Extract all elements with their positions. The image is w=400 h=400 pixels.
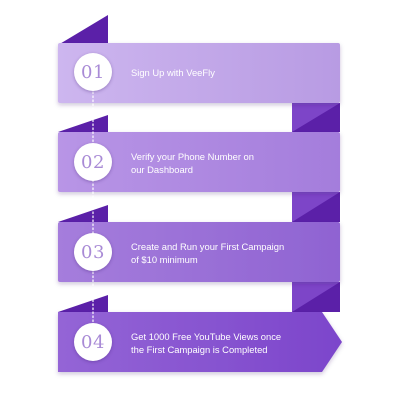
step-number: 03: [81, 241, 105, 263]
fold-left-1: [58, 115, 108, 132]
step-bar-3: [58, 222, 340, 282]
step-bar-4: [58, 312, 342, 372]
step-text-line: Get 1000 Free YouTube Views once: [131, 331, 282, 342]
step-text-line: Sign Up with VeeFly: [131, 67, 215, 78]
step-bar-1: [58, 43, 340, 103]
step-number-badge: 01: [74, 53, 112, 91]
fold-right-3-tip: [292, 282, 340, 312]
step-text-line: of $10 minimum: [131, 253, 198, 265]
top-left-fold: [58, 15, 108, 45]
fold-left-2: [58, 205, 108, 222]
step-bar-2: [58, 132, 340, 192]
fold-right-2-tip: [292, 192, 340, 222]
step-number-badge: 02: [74, 143, 112, 181]
step-number-badge: 04: [74, 323, 112, 361]
fold-right-1-tip: [292, 103, 340, 132]
step-number: 02: [81, 151, 105, 173]
step-text-line: Create and Run your First Campaign: [131, 241, 285, 252]
step-description: Get 1000 Free YouTube Views once the Fir…: [131, 331, 281, 356]
step-number: 01: [81, 61, 105, 83]
step-text-line: the First Campaign is Completed: [131, 343, 268, 355]
step-description: Sign Up with VeeFly: [131, 67, 215, 80]
step-description: Verify your Phone Number on our Dashboar…: [131, 151, 254, 176]
step-text-line: our Dashboard: [131, 163, 194, 175]
fold-left-3: [58, 295, 108, 312]
step-text-line: Verify your Phone Number on: [131, 151, 254, 162]
step-number: 04: [81, 331, 105, 353]
step-description: Create and Run your First Campaign of $1…: [131, 241, 284, 266]
step-number-badge: 03: [74, 233, 112, 271]
